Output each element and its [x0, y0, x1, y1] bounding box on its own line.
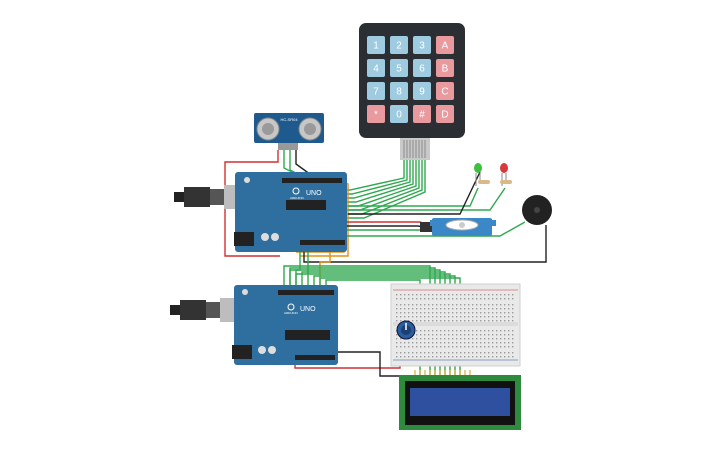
keypad-key-label: D — [441, 110, 448, 121]
keypad-key-label: 2 — [396, 41, 402, 52]
arduino-uno-top: UNO ARDUINO — [174, 172, 347, 252]
keypad-key — [367, 36, 385, 54]
ultrasonic-sensor: HC-SR04 — [254, 113, 324, 150]
arduino-bottom-uno-label: UNO — [300, 306, 316, 313]
keypad-keys: 1 2 3 A 4 5 6 B 7 8 9 C * 0 # D — [367, 36, 454, 123]
led-green — [474, 163, 482, 186]
keypad-key — [413, 82, 431, 100]
lcd-screen — [410, 388, 510, 416]
keypad-key-label: # — [419, 110, 425, 121]
arduino-top-uno-label: UNO — [306, 190, 322, 197]
keypad-key — [413, 36, 431, 54]
arduino-uno-bottom: UNO ARDUINO — [170, 285, 338, 365]
keypad-key-label: * — [374, 110, 378, 121]
keypad-key — [367, 59, 385, 77]
lcd-16x2 — [399, 370, 521, 430]
keypad-key — [413, 105, 431, 123]
arduino-top-brand: ARDUINO — [290, 196, 305, 200]
potentiometer — [396, 320, 416, 340]
keypad-key-label: 8 — [396, 87, 402, 98]
sensor-label: HC-SR04 — [280, 117, 298, 122]
keypad-key — [367, 105, 385, 123]
keypad-key-label: 0 — [396, 110, 402, 121]
keypad-key-label: A — [442, 41, 449, 52]
keypad-key-label: 5 — [396, 64, 402, 75]
piezo-buzzer — [522, 195, 552, 225]
keypad-key — [436, 105, 454, 123]
keypad-key-label: 3 — [419, 41, 425, 52]
keypad-key — [436, 59, 454, 77]
keypad-key — [390, 36, 408, 54]
keypad-key — [436, 82, 454, 100]
keypad-key — [413, 59, 431, 77]
keypad-key-label: C — [441, 87, 448, 98]
keypad-key-label: 6 — [419, 64, 425, 75]
keypad-key-label: 9 — [419, 87, 425, 98]
keypad-key-label: 7 — [373, 87, 379, 98]
keypad-key — [367, 82, 385, 100]
keypad-key-label: B — [442, 64, 449, 75]
keypad: 1 2 3 A 4 5 6 B 7 8 9 C * 0 # D — [359, 23, 465, 160]
arduino-bottom-brand: ARDUINO — [284, 311, 299, 315]
breadboard-holes — [396, 294, 514, 358]
keypad-key — [436, 36, 454, 54]
servo-motor — [420, 218, 496, 236]
resistors — [478, 180, 512, 184]
keypad-key — [390, 82, 408, 100]
keypad-key-label: 4 — [373, 64, 379, 75]
keypad-key-label: 1 — [373, 41, 379, 52]
keypad-key — [390, 105, 408, 123]
keypad-key — [390, 59, 408, 77]
